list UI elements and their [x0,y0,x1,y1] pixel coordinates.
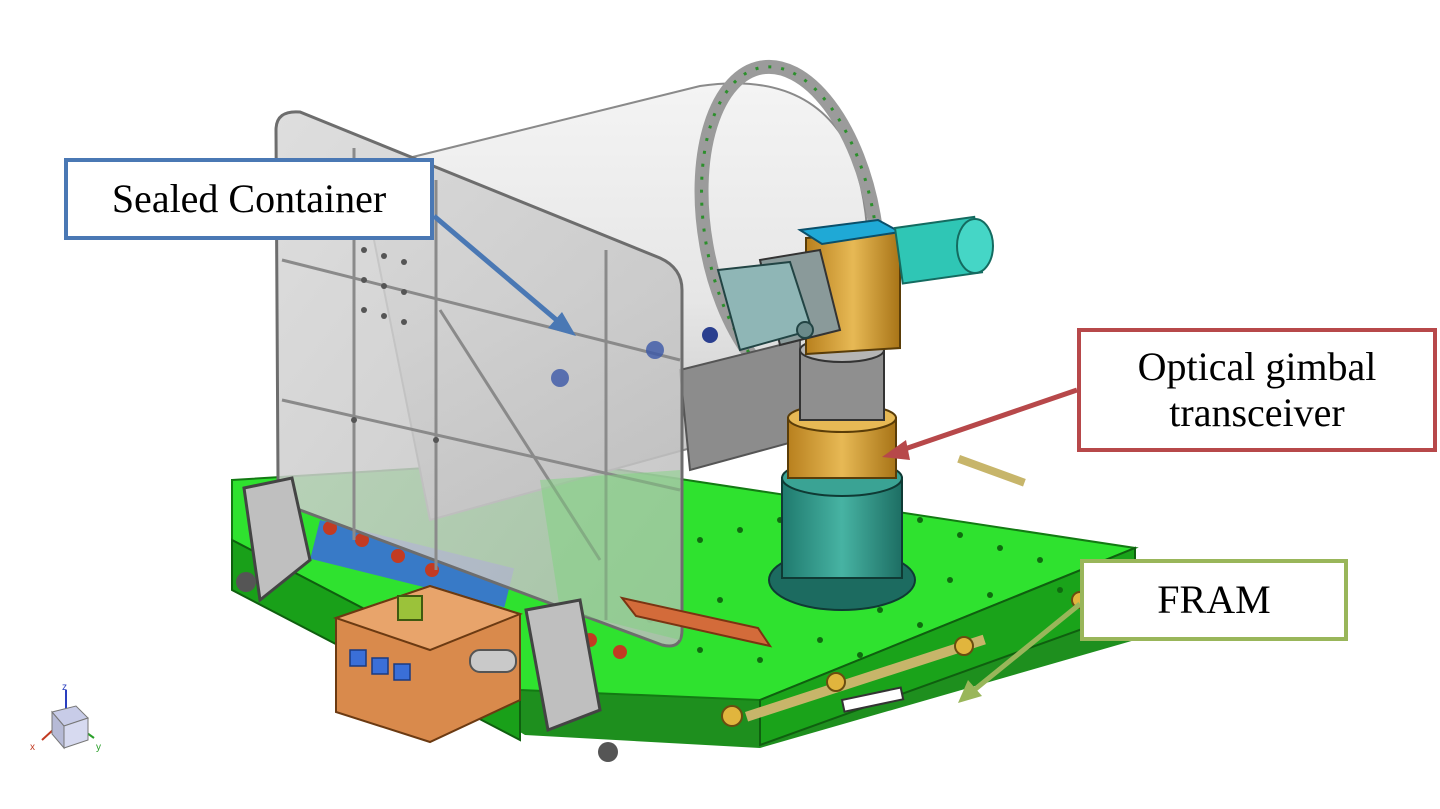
axis-y-label: y [96,742,101,753]
axis-x-label: x [30,742,35,753]
axis-triad: z x y [30,682,101,753]
sealed-container-arrow [432,214,568,330]
optical-gimbal-arrow [895,387,1078,455]
sealed-container-arrowhead [548,312,576,336]
optical-gimbal-arrowhead [882,440,910,460]
fram-label-text: FRAM [1157,577,1271,622]
support-brackets [236,476,618,762]
sealed-container-label-text: Sealed Container [111,176,387,221]
callout-arrows [432,214,1082,703]
fram-arrow [966,602,1082,697]
optical-gimbal-transceiver [716,215,994,611]
fram-arrowhead [958,680,982,703]
optical-gimbal-label-line2: transceiver [1169,390,1345,435]
sealed-container-label: Sealed Container [64,158,434,240]
fram-label: FRAM [1080,559,1348,641]
axis-z-label: z [62,682,67,693]
sealed-container [274,59,886,648]
electronics-box [332,584,523,744]
optical-gimbal-label-line1: Optical gimbal [1137,344,1377,389]
optical-gimbal-transceiver-label: Optical gimbal transceiver [1077,328,1437,452]
